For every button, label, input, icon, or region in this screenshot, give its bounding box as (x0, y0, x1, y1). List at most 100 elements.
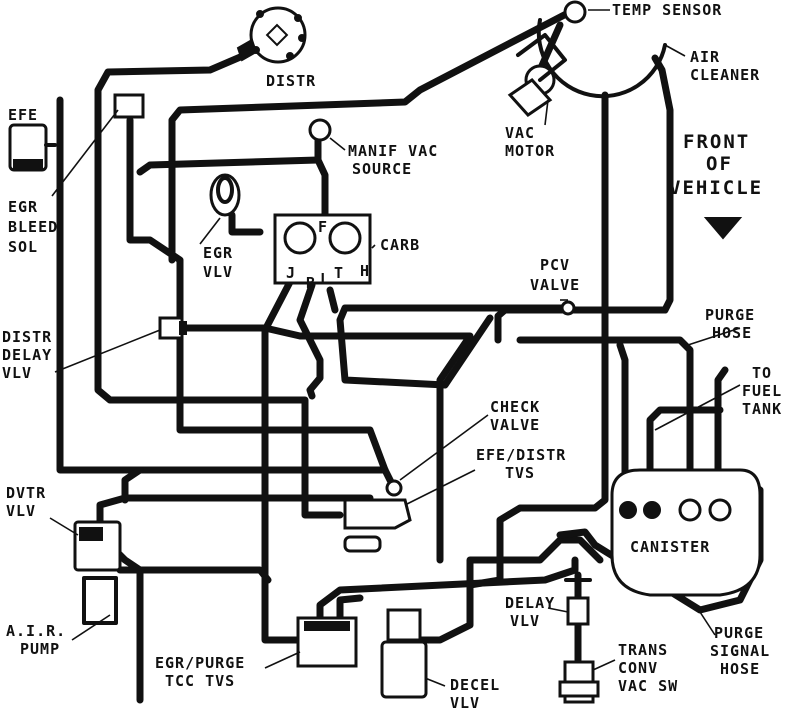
canister-body (610, 468, 762, 597)
label-front-3: VEHICLE (669, 177, 763, 199)
label-efe-distr-1: EFE/DISTR (476, 446, 566, 464)
egr-bleed-body (113, 93, 145, 119)
label-vac-motor-2: MOTOR (505, 142, 555, 160)
leader-dvtr (49, 517, 79, 536)
trans-conv-vac-sw (558, 660, 600, 704)
dvtr-hose-3 (121, 466, 144, 504)
label-purge-hose-2: HOSE (712, 324, 752, 342)
efe-relay (8, 123, 57, 172)
label-delay-vlv-2: VLV (510, 612, 540, 630)
egr-bleed-solenoid (113, 93, 145, 119)
leader-purge-hose (687, 327, 741, 346)
dvtr-valve (73, 520, 122, 572)
label-trans-conv-2: CONV (618, 659, 658, 677)
label-distr-delay-1: DISTR (2, 328, 52, 346)
label-manif-vac-1: MANIF VAC (348, 142, 438, 160)
temp-sensor-link (536, 21, 564, 74)
label-egr-bleed-3: SOL (8, 238, 38, 256)
carb-top-hose (314, 156, 329, 219)
carb-port-t: T (334, 264, 344, 282)
leader-carb (371, 244, 376, 249)
air-pump-outline (82, 576, 118, 625)
leader-lines (49, 9, 741, 687)
air-cleaner-hose (494, 54, 674, 344)
leader-fuel-tank (654, 384, 741, 431)
vacuum-hoses (56, 8, 764, 704)
label-trans-conv-3: VAC SW (618, 677, 678, 695)
label-air-pump-1: A.I.R. (6, 622, 66, 640)
label-distr-delay-3: VLV (2, 364, 32, 382)
label-decel-1: DECEL (450, 676, 500, 694)
label-air-cleaner-1: AIR (690, 48, 720, 66)
snorkel-outline (516, 33, 567, 82)
carb-bore-left (283, 221, 317, 255)
distr-delay-nipple (179, 321, 187, 335)
distr-delay-valve (158, 316, 187, 340)
distributor-rotor (265, 23, 289, 47)
manif-vac-source (308, 118, 332, 142)
label-trans-conv-1: TRANS (618, 641, 668, 659)
canister-port-2 (643, 501, 661, 519)
distr-vacuum-advance (236, 38, 258, 62)
efe-tvs-body (343, 498, 412, 530)
leader-manif-vac (329, 137, 346, 151)
temp-sensor-body (563, 0, 587, 24)
label-egr-bleed-2: BLEED (8, 218, 58, 236)
egr-purge-tcc-tvs (296, 616, 358, 668)
air-cleaner (507, 18, 667, 117)
label-dvtr-2: VLV (6, 502, 36, 520)
label-front-2: OF (706, 153, 733, 175)
manif-vac-hose (136, 128, 322, 176)
leader-purge-signal (699, 611, 716, 636)
manif-vac-fitting (308, 118, 332, 142)
label-check-valve-1: CHECK (490, 398, 540, 416)
label-dvtr-1: DVTR (6, 484, 46, 502)
label-distr-delay-2: DELAY (2, 346, 52, 364)
tcc-hose-2 (336, 594, 364, 624)
leader-vac-motor (544, 99, 549, 126)
tcc-tvs-top (304, 621, 350, 631)
label-egr-purge-2: TCC TVS (165, 672, 235, 690)
leader-efe-distr (404, 469, 476, 506)
leader-decel (424, 677, 446, 687)
label-purge-hose-1: PURGE (705, 306, 755, 324)
distr-delay-body (158, 316, 184, 340)
tcc-hose-1 (316, 556, 579, 624)
delay-valve (564, 578, 592, 626)
leader-distr-delay (54, 329, 161, 373)
label-egr-purge-1: EGR/PURGE (155, 654, 245, 672)
decel-hose (406, 536, 604, 644)
temp-sensor (536, 0, 587, 74)
label-efe-distr-2: TVS (505, 464, 535, 482)
label-purge-signal-3: HOSE (720, 660, 760, 678)
label-delay-vlv-1: DELAY (505, 594, 555, 612)
label-egr-vlv-1: EGR (203, 244, 233, 262)
distributor (236, 6, 307, 64)
leader-egr-bleed (51, 109, 119, 197)
canister-port-1 (619, 501, 637, 519)
carb-bore-right (328, 221, 362, 255)
label-distr: DISTR (266, 72, 316, 90)
delay-vlv-body (566, 596, 590, 626)
label-carb: CARB (380, 236, 420, 254)
left-return-hose (56, 96, 399, 494)
label-pcv-2: VALVE (530, 276, 580, 294)
label-egr-vlv-2: VLV (203, 263, 233, 281)
egr-valve (209, 173, 241, 217)
distr-terminal (286, 52, 294, 60)
efe-base (13, 159, 43, 171)
distr-hose (94, 51, 344, 519)
canister-hose-1 (616, 341, 629, 504)
label-canister: CANISTER (630, 538, 710, 556)
canister-port-4 (708, 498, 732, 522)
temp-sensor-hose (168, 8, 574, 264)
leader-delay-vlv (547, 607, 569, 613)
label-to-fuel-2: FUEL (742, 382, 782, 400)
label-air-pump-2: PUMP (20, 640, 60, 658)
central-hose (164, 324, 474, 564)
label-to-fuel-3: TANK (742, 400, 782, 418)
carburetor: F J B L T H (273, 213, 372, 292)
egr-valve-body (209, 173, 241, 217)
label-manif-vac-2: SOURCE (352, 160, 412, 178)
